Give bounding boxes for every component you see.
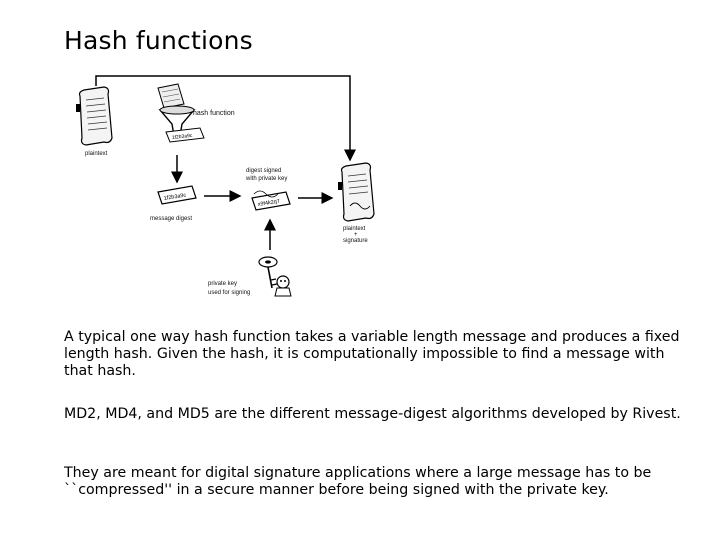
slide-title: Hash functions — [64, 26, 253, 55]
plaintext-signature-document-icon — [338, 162, 375, 222]
hash-function-diagram: plaintext 1f2b3a9c hash function 1f2b3a9… — [76, 75, 375, 297]
plaintext-signature-label-line2: + — [354, 232, 358, 238]
plaintext-signature-label-line1: plaintext — [343, 226, 366, 232]
svg-text:1f2b3a9c: 1f2b3a9c — [172, 133, 194, 141]
paragraph-md-algorithms: MD2, MD4, and MD5 are the different mess… — [64, 406, 681, 423]
plaintext-label: plaintext — [85, 151, 108, 157]
svg-text:1f2b3a9c: 1f2b3a9c — [163, 192, 187, 202]
loop-arrow — [95, 75, 356, 162]
paragraph-hash-description: A typical one way hash function takes a … — [64, 329, 680, 380]
signed-digest-icon: x9f4k2q7 — [251, 190, 291, 211]
private-key-label-line2: used for signing — [208, 290, 250, 296]
plaintext-document-icon — [76, 86, 113, 146]
private-key-icon — [258, 256, 292, 297]
message-digest-icon: 1f2b3a9c — [157, 185, 197, 205]
plaintext-signature-label-line3: signature — [343, 238, 368, 244]
paragraph-digital-signatures: They are meant for digital signature app… — [64, 465, 652, 499]
digest-signed-label-line1: digest signed — [246, 168, 281, 174]
private-key-label-line1: private key — [208, 281, 237, 287]
digest-signed-label-line2: with private key — [245, 176, 287, 182]
hash-function-label: hash function — [193, 110, 235, 117]
svg-text:x9f4k2q7: x9f4k2q7 — [257, 199, 280, 208]
message-digest-label: message digest — [150, 216, 192, 222]
hash-function-funnel-icon: 1f2b3a9c — [157, 83, 205, 143]
